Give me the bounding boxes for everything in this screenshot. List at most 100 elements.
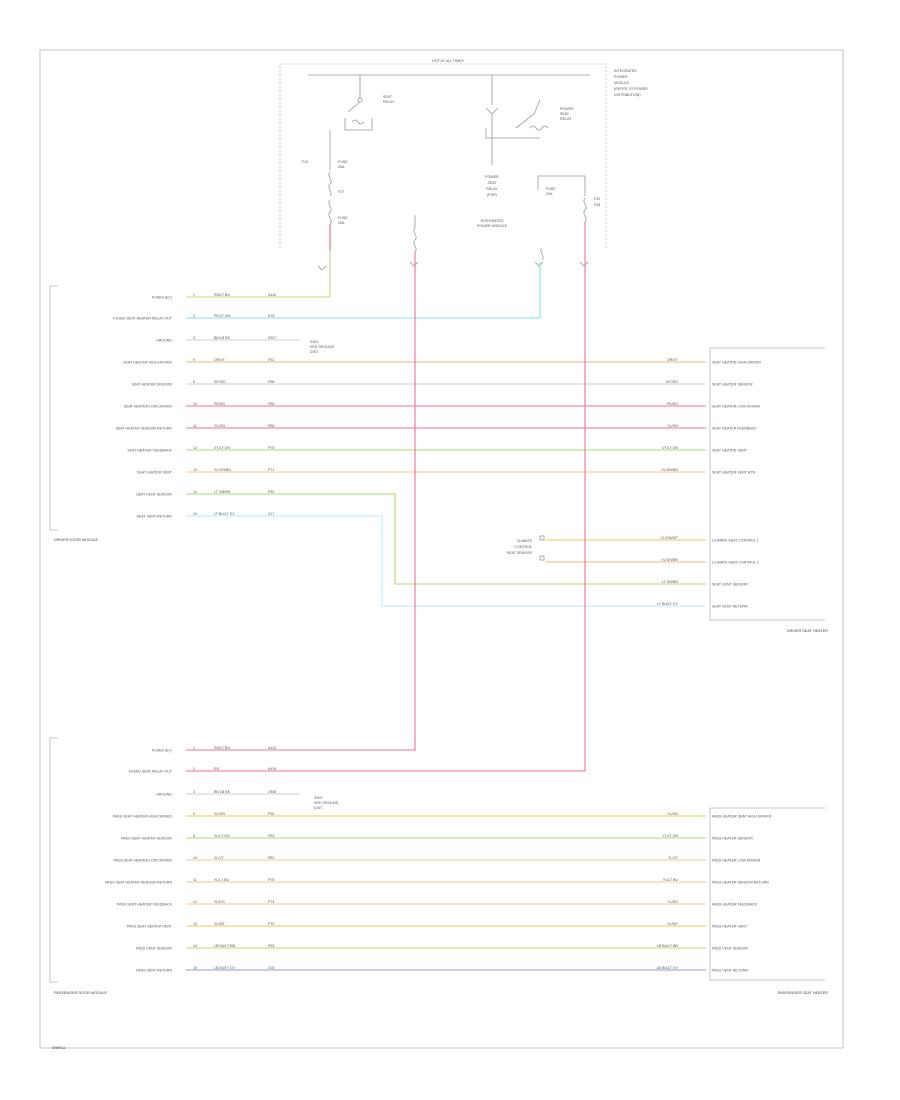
driver-seat-row-wire: YL/GN/WT — [661, 536, 679, 540]
passenger-module-row-wire: LB BU/LT BN — [214, 944, 236, 948]
svg-text:POWER: POWER — [614, 75, 628, 79]
svg-text:SEAT: SEAT — [560, 112, 570, 116]
driver-seat-row-name: CLIMATE SEAT CONTROL 1 — [712, 539, 759, 543]
passenger-seat-row-name: PASS HEATER LOW DRIVER — [712, 859, 761, 863]
driver-module-row-pin: 8 — [193, 380, 195, 384]
driver-seat-row-name: SEAT HEATER VENT RTN — [712, 471, 756, 475]
svg-text:DISTRIBUTION): DISTRIBUTION) — [614, 93, 641, 97]
driver-module-row-circuit: P92 — [268, 490, 274, 494]
driver-module-row-wire: LT GN/BN — [214, 490, 231, 494]
driver-seat-row-name: SEAT VENT SENSOR — [712, 583, 748, 587]
driver-module-row-pin: 1 — [193, 293, 195, 297]
driver-module-row-wire: YL/GN — [214, 424, 225, 428]
wires-layer — [186, 222, 706, 971]
driver-seat-heater: DRIVER SEAT HEATER CLIMATE CONTROL SEAT … — [310, 340, 828, 633]
driver-seat-row-wire: PK/DG — [667, 402, 678, 406]
passenger-module-row-pin: 3 — [193, 790, 195, 794]
driver-seat-row-wire: LT BU/LT GY — [657, 602, 679, 606]
svg-text:SEE GROUND: SEE GROUND — [310, 345, 335, 349]
svg-text:RELAY: RELAY — [560, 117, 572, 121]
svg-text:SEAT SENSOR: SEAT SENSOR — [507, 551, 533, 555]
pin-label-f10: F10 — [302, 160, 308, 164]
driver-door-module: DRIVER DOOR MODULE — [49, 285, 99, 542]
driver-seat-row-name: SEAT HEATER HIGH DRIVER — [712, 361, 761, 365]
footer-code: WW911 — [52, 1046, 65, 1050]
passenger-module-row-name: PASS SEAT HEATER SENSOR RETURN — [105, 881, 172, 885]
driver-module-row-pin: 11 — [193, 424, 197, 428]
passenger-seat-row-name: PASS HEATER FEEDBACK — [712, 903, 758, 907]
driver-module-row-name: SEAT VENT RETURN — [136, 515, 172, 519]
passenger-module-row-name: FUSED B(+) — [152, 749, 172, 753]
pin-label-f27: F27 — [338, 190, 344, 194]
driver-seat-row-name: SEAT HEATER VENT — [712, 449, 748, 453]
driver-module-row-name: SEAT HEATER FEEDBACK — [127, 449, 172, 453]
passenger-module-row-pin: 11 — [193, 878, 197, 882]
driver-module-row-wire: LT BU/LT GY — [214, 512, 236, 516]
driver-fused-b-wire — [186, 224, 331, 298]
driver-module-row-wire: BK/LB BK — [214, 336, 231, 340]
driver-seat-heater-title: DRIVER SEAT HEATER — [787, 629, 828, 633]
driver-seat-row-wire: YL/GN/BN — [661, 468, 678, 472]
svg-text:SEAT: SEAT — [487, 181, 497, 185]
seat-relay-1-label: SEAT — [383, 95, 393, 99]
pin-label-f28: F28 — [594, 203, 600, 207]
driver-seat-row-wire: VT/LT GN — [662, 446, 678, 450]
svg-text:CLIMATE: CLIMATE — [517, 539, 533, 543]
integrated-power-module: HOT AT ALL TIMES INTEGRATED POWER MODULE… — [279, 59, 648, 261]
driver-module-row-wire: PK/LT GN — [214, 314, 230, 318]
passenger-seat-row-wire: YL/WT — [667, 922, 679, 926]
passenger-module-row-circuit: P76 — [268, 878, 274, 882]
svg-text:CONTROL: CONTROL — [514, 545, 532, 549]
passenger-module-row-name: PASS SEAT HEATER FEEDBACK — [117, 903, 173, 907]
passenger-module-row-circuit: Z908 — [268, 790, 276, 794]
driver-module-row-circuit: P88 — [268, 380, 274, 384]
driver-module-row-circuit: K75 — [268, 314, 274, 318]
splice-s301-label: S301 SEE GROUND DIST. — [310, 340, 335, 354]
driver-module-row-name: GROUND — [156, 339, 172, 343]
passenger-module-row-pin: 10 — [193, 856, 197, 860]
driver-module-row-name: SEAT VENT SENSOR — [136, 493, 172, 497]
driver-module-row-name: FUSED B(+) — [152, 296, 172, 300]
svg-text:20A: 20A — [546, 192, 553, 196]
driver-seat-row-wire: YL/GN/BN — [661, 558, 678, 562]
diagram-frame — [39, 49, 844, 1049]
passenger-module-row-pin: 2 — [193, 767, 195, 771]
passenger-fused-b-wire — [186, 252, 416, 751]
hot-at-all-times-label: HOT AT ALL TIMES — [432, 59, 464, 63]
svg-text:POWER MODULE: POWER MODULE — [477, 224, 508, 228]
passenger-module-row-pin: 12 — [193, 900, 197, 904]
driver-module-row-circuit: P86 — [268, 402, 274, 406]
passenger-seat-row-wire: YL/GN — [667, 812, 678, 816]
driver-seat-row-wire: YL/GN — [667, 424, 678, 428]
passenger-seat-row-wire: YL/DG — [667, 900, 678, 904]
svg-text:DIST.: DIST. — [314, 806, 323, 810]
passenger-door-module: PASSENGER DOOR MODULE S302 SEE GROUND DI… — [49, 737, 339, 995]
driver-seat-row-name: SEAT VENT RETURN — [712, 605, 748, 609]
passenger-seat-row-name: PASS HEATER VENT — [712, 925, 748, 929]
passenger-module-row-pin: 1 — [193, 746, 195, 750]
driver-module-row-pin: 15 — [193, 512, 197, 516]
power-seat-relay-label: POWER — [560, 107, 574, 111]
svg-text:INTEGRATED: INTEGRATED — [614, 69, 637, 73]
passenger-relay-out-wire — [186, 222, 586, 772]
passenger-module-row-name: PASS SEAT HEATER LOW DRIVER — [114, 859, 173, 863]
svg-text:S302: S302 — [314, 796, 322, 800]
ipm-right-label: INTEGRATED POWER MODULE (REFER TO POWER … — [614, 69, 648, 97]
svg-text:POWER: POWER — [485, 175, 499, 179]
driver-module-row-pin: 10 — [193, 402, 197, 406]
driver-module-row-circuit: Z907 — [268, 336, 276, 340]
driver-module-row-name: SEAT HEATER VENT — [137, 471, 173, 475]
passenger-module-row-name: FUSED SEAT RELAY OUT — [129, 770, 173, 774]
passenger-seat-row-wire: LB BU/LT BN — [657, 944, 679, 948]
driver-module-row-name: SEAT HEATER SENSOR RETURN — [115, 427, 172, 431]
climate-seat-sensor-label: CLIMATE CONTROL SEAT SENSOR — [507, 539, 533, 555]
driver-module-row-name: SEAT HEATER LOW DRIVER — [124, 405, 173, 409]
passenger-module-row-circuit: P70 — [268, 922, 274, 926]
passenger-seat-row-name: PASS VENT RETURN — [712, 969, 748, 973]
driver-module-row-wire: PK/DG — [214, 402, 225, 406]
passenger-module-row-wire: YL/LT GN — [214, 834, 230, 838]
passenger-module-row-wire: YL/VT — [214, 856, 225, 860]
driver-module-row-wire: OR/VT — [214, 358, 226, 362]
